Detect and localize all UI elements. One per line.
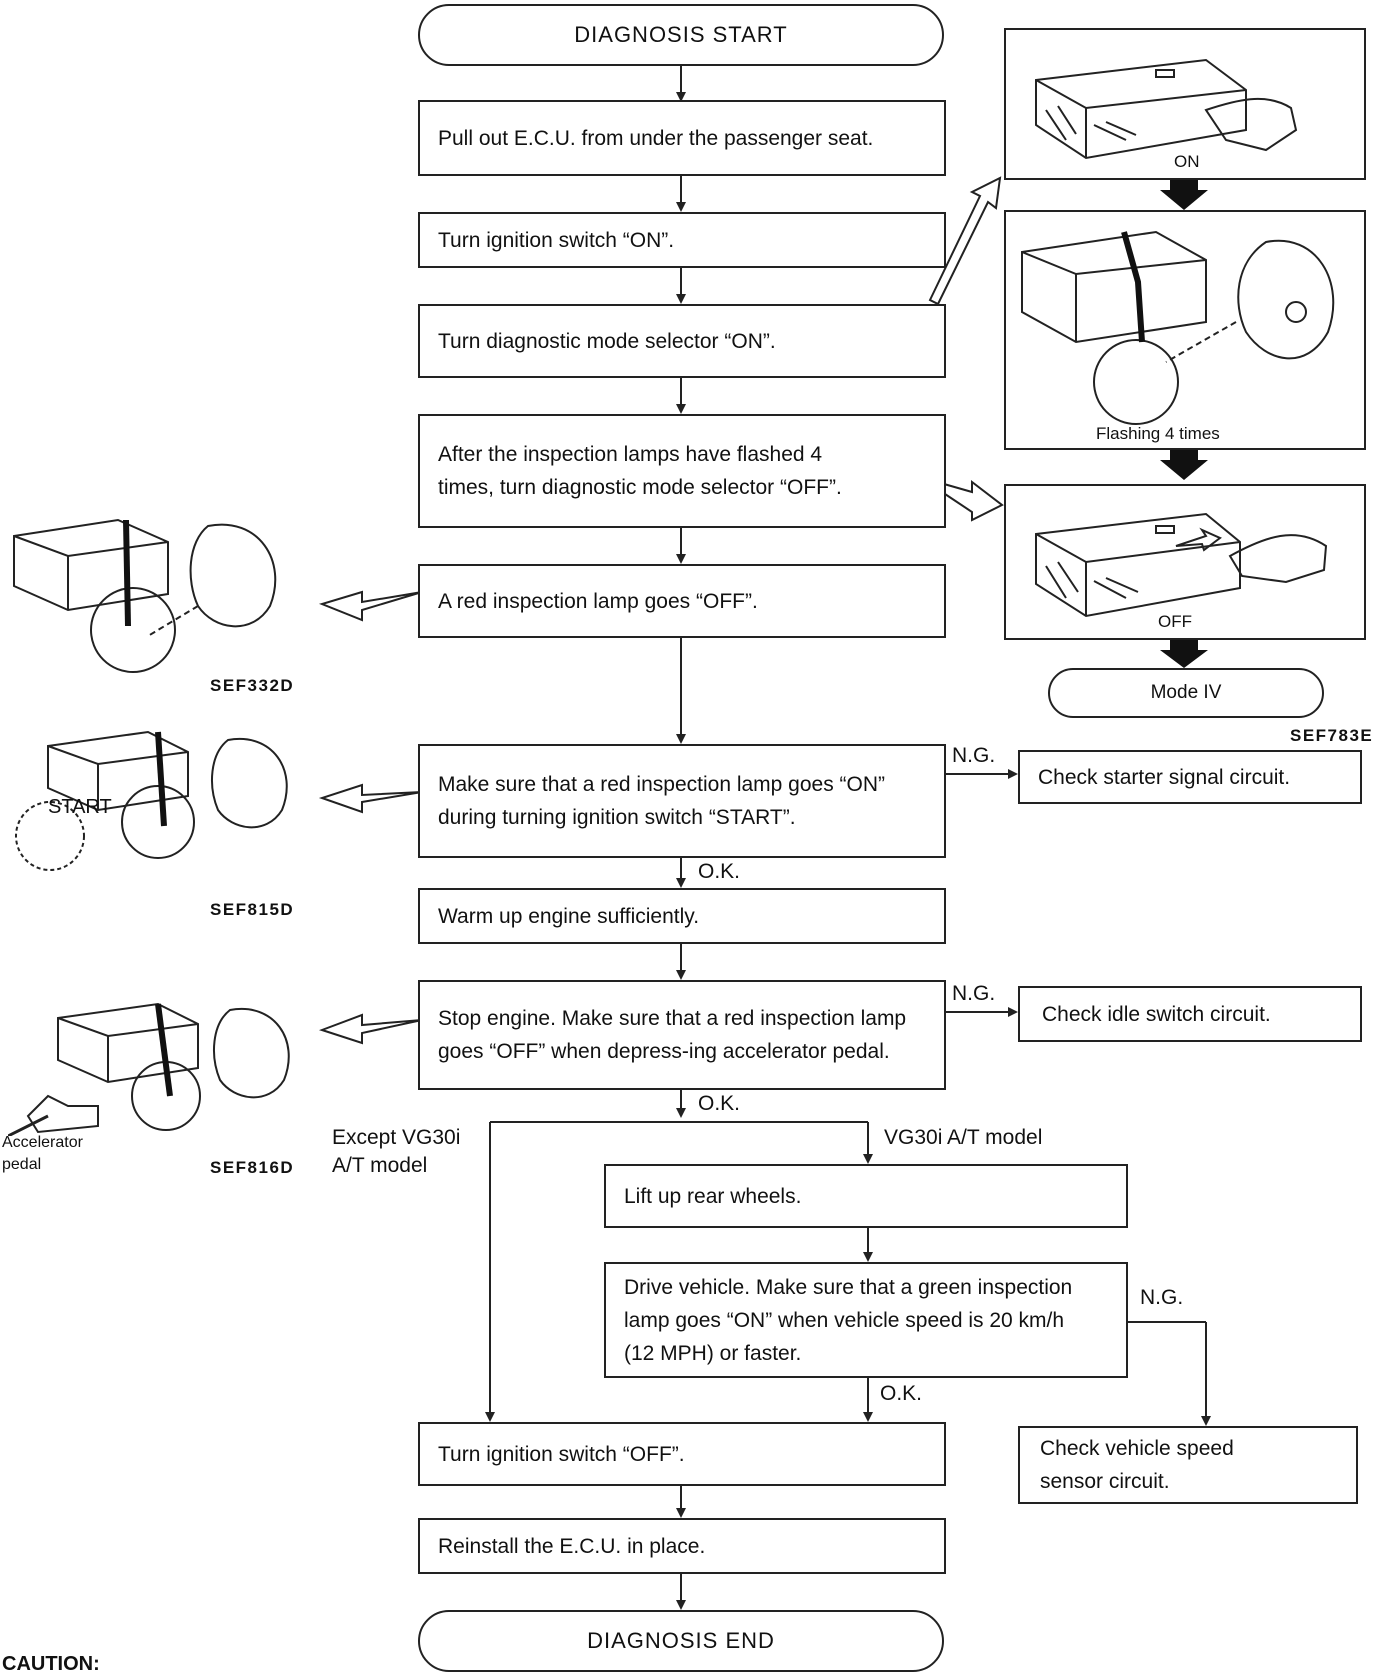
ng-label-speed: N.G. [1140,1286,1184,1309]
step-ignition-on: Turn ignition switch “ON”. [418,212,946,268]
step-lift-rear-wheels: Lift up rear wheels. [604,1164,1128,1228]
illustration-selector-off-panel: OFF [1004,484,1366,640]
check-vehicle-speed-sensor-circuit: Check vehicle speed sensor circuit. [1018,1426,1358,1504]
illustration-red-lamp-off [8,506,308,676]
illus-flashing-caption: Flashing 4 times [1096,424,1220,443]
diagnosis-start-terminal: DIAGNOSIS START [418,4,944,66]
ecu-accelerator-drawing [7,1002,290,1138]
ng-label-idle: N.G. [952,982,996,1005]
ecu-button-release-drawing [1035,512,1328,618]
step-red-lamp-on-start: Make sure that a red inspection lamp goe… [418,744,946,858]
illus-on-caption: ON [1174,152,1200,171]
step-drive-vehicle: Drive vehicle. Make sure that a green in… [604,1262,1128,1378]
ok-label-starter: O.K. [698,860,741,883]
ecu-lamp-off-drawing [13,518,277,673]
illus-code-sef332d: SEF332D [210,676,295,695]
caution-heading: CAUTION: [2,1653,100,1675]
step-red-lamp-off: A red inspection lamp goes “OFF”. [418,564,946,638]
illus-start-label: START [48,796,112,818]
step-stop-engine: Stop engine. Make sure that a red inspec… [418,980,946,1090]
ecu-lamp-start-drawing [15,730,288,871]
step-pull-out-ecu: Pull out E.C.U. from under the passenger… [418,100,946,176]
ecu-flashing-lamp-drawing [1021,230,1335,425]
except-vg30i-label: Except VG30i A/T model [332,1126,461,1177]
illustration-accelerator: Accelerator pedal [2,996,308,1176]
illustration-red-lamp-start: START [8,726,308,896]
vg30i-label: VG30i A/T model [884,1126,1043,1149]
diagnosis-end-terminal: DIAGNOSIS END [418,1610,944,1672]
step-selector-off: After the inspection lamps have flashed … [418,414,946,528]
illustration-selector-on-panel: ON [1004,28,1366,180]
illus-code-sef783e: SEF783E [1290,726,1374,745]
ok-label-speed: O.K. [880,1382,923,1405]
illus-code-sef815d: SEF815D [210,900,295,919]
ecu-button-press-drawing [1035,58,1298,160]
illus-code-sef816d: SEF816D [210,1158,295,1177]
check-idle-switch-circuit: Check idle switch circuit. [1018,986,1362,1042]
illus-accelerator-label: Accelerator pedal [2,1134,83,1173]
illus-off-caption: OFF [1158,612,1192,631]
mode-iv-terminal: Mode IV [1048,668,1324,718]
illustration-flashing-panel: Flashing 4 times [1004,210,1366,450]
step-selector-on: Turn diagnostic mode selector “ON”. [418,304,946,378]
step-warm-up-engine: Warm up engine sufficiently. [418,888,946,944]
ok-label-idle: O.K. [698,1092,741,1115]
step-reinstall-ecu: Reinstall the E.C.U. in place. [418,1518,946,1574]
step-ignition-off: Turn ignition switch “OFF”. [418,1422,946,1486]
ng-label-starter: N.G. [952,744,996,767]
check-starter-signal-circuit: Check starter signal circuit. [1018,750,1362,804]
